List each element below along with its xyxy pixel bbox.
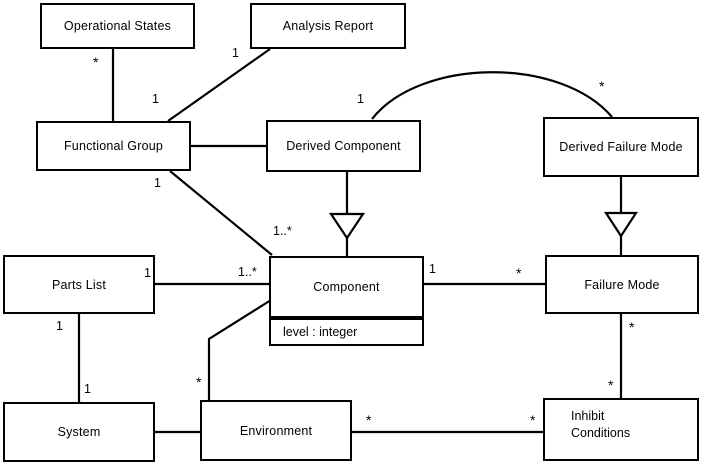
multiplicity-system-parts-list: 1 [84,382,91,396]
association-functional-group-component [169,170,273,256]
multiplicity-derived-failure-mode-arc: * [599,78,605,94]
class-attributes-component[interactable]: level : integer [269,318,424,346]
class-name-operational-states: Operational States [63,19,172,33]
class-name-derived-component: Derived Component [286,139,401,153]
class-name-derived-failure-mode: Derived Failure Mode [559,140,683,154]
multiplicity-inhibit-environment: * [530,412,536,428]
multiplicity-derived-component-arc: 1 [357,92,364,106]
multiplicity-component-failure-mode: 1 [429,262,436,276]
generalization-arrow-derived-failure-mode [603,211,639,239]
class-name-functional-group: Functional Group [63,139,164,153]
multiplicity-failure-mode-inhibit: * [629,319,635,335]
class-name-component: Component [313,280,380,294]
association-analysis-report-functional-group [167,48,271,122]
multiplicity-component-parts-list: 1..* [238,265,257,279]
multiplicity-inhibit-failure-mode: * [608,377,614,393]
attribute-level: level : integer [283,325,358,339]
association-derived-component-derived-failure-mode [371,71,613,120]
multiplicity-parts-list-component: 1 [144,266,151,280]
class-box-functional-group[interactable]: Functional Group [36,121,191,171]
multiplicity-component-functional-group: 1..* [273,224,292,238]
multiplicity-parts-list-system: 1 [56,319,63,333]
class-box-environment[interactable]: Environment [200,400,352,461]
class-name-analysis-report: Analysis Report [282,19,374,33]
class-box-operational-states[interactable]: Operational States [40,3,195,49]
class-name-environment: Environment [239,423,313,438]
class-box-failure-mode[interactable]: Failure Mode [545,255,699,314]
multiplicity-functional-group-report: 1 [152,92,159,106]
class-box-inhibit-conditions[interactable]: Inhibit Conditions [543,398,699,461]
multiplicity-analysis-report: 1 [232,46,239,60]
association-environment-component [207,299,272,400]
class-name-parts-list: Parts List [51,277,107,292]
multiplicity-failure-mode-component: * [516,265,522,281]
multiplicity-functional-group-component: 1 [154,176,161,190]
class-box-derived-component[interactable]: Derived Component [266,120,421,172]
class-box-component[interactable]: Component [269,256,424,318]
class-box-parts-list[interactable]: Parts List [3,255,155,314]
class-box-derived-failure-mode[interactable]: Derived Failure Mode [543,117,699,177]
multiplicity-environment-component: * [196,374,202,390]
multiplicity-environment-inhibit: * [366,412,372,428]
class-box-system[interactable]: System [3,402,155,462]
class-box-analysis-report[interactable]: Analysis Report [250,3,406,49]
multiplicity-operational-states: * [93,54,99,70]
generalization-arrow-derived-component [328,212,366,240]
class-name-system: System [57,425,101,439]
class-name-inhibit-conditions: Inhibit Conditions [571,409,631,440]
class-name-failure-mode: Failure Mode [584,277,660,292]
